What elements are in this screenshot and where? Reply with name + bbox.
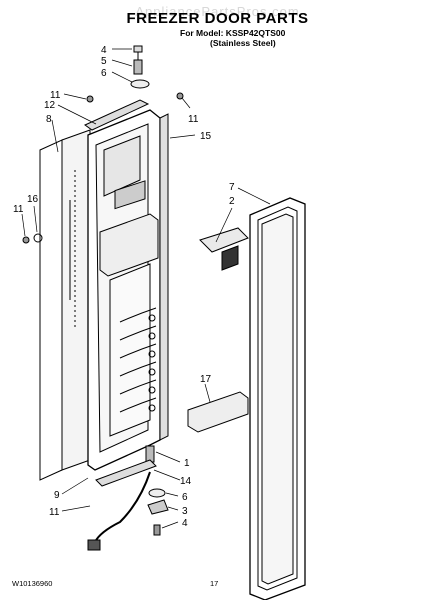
- callout-1: 1: [184, 458, 190, 469]
- callout-6-bottom: 6: [182, 492, 188, 503]
- dispenser-cover: [199, 227, 249, 253]
- callout-11-top-right: 11: [188, 114, 199, 125]
- watermark: AppliancePartsPros.com: [135, 4, 300, 19]
- callout-14: 14: [180, 476, 192, 487]
- callout-4-bottom: 4: [182, 518, 188, 529]
- callout-4-top: 4: [101, 45, 107, 56]
- door-bin: [187, 391, 249, 433]
- callout-15: 15: [200, 131, 212, 142]
- callout-5: 5: [101, 56, 107, 67]
- callout-11-bottom: 11: [49, 507, 60, 518]
- callout-9: 9: [54, 490, 60, 501]
- page-title: FREEZER DOOR PARTS: [126, 10, 309, 27]
- top-hinge-parts: [84, 45, 150, 131]
- bottom-hinge-parts: [87, 445, 169, 551]
- model-variant: (Stainless Steel): [210, 38, 276, 48]
- door-shelves: [119, 307, 157, 413]
- callout-17: 17: [200, 374, 212, 385]
- callout-16: 16: [27, 194, 39, 205]
- page-number: 17: [210, 579, 219, 588]
- callout-11-left: 11: [13, 204, 24, 215]
- document-number: W10136960: [12, 579, 53, 588]
- callout-11-top-left: 11: [50, 90, 61, 101]
- callout-3: 3: [182, 506, 188, 517]
- callout-2: 2: [229, 196, 235, 207]
- dispenser-housing: [99, 213, 159, 277]
- callout-8: 8: [46, 114, 52, 125]
- callout-7: 7: [229, 182, 235, 193]
- door-liner-panel: [39, 139, 63, 481]
- model-line: For Model: KSSP42QTS00: [180, 28, 286, 38]
- callout-12: 12: [44, 100, 56, 111]
- callout-6-top: 6: [101, 68, 107, 79]
